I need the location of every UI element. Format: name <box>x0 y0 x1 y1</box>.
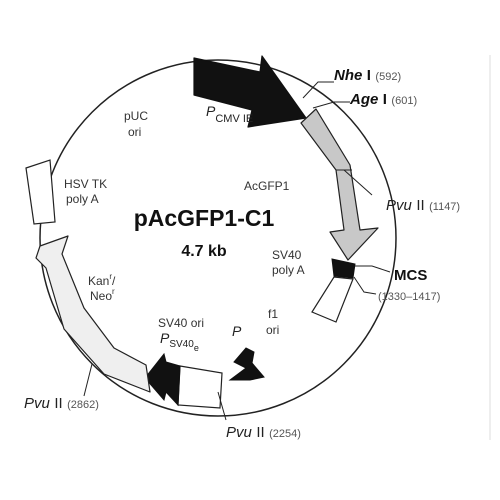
hsvtk-polya-block <box>25 159 56 225</box>
neo-sup: r <box>112 287 115 296</box>
pcmv-promoter-arrow <box>193 55 307 128</box>
kan-sup: r <box>109 272 112 281</box>
kan-neo-gene-arrow <box>35 235 151 393</box>
age-site-label: Age I (601) <box>349 91 417 108</box>
pvu2254-roman: II <box>256 424 264 441</box>
kan-label: Kanr/ <box>88 272 116 288</box>
age-name: Age <box>349 91 378 108</box>
mcs-label: MCS <box>394 267 427 284</box>
sv40-polya-label-2: poly A <box>272 263 305 277</box>
p-promoter-arrow <box>228 347 265 381</box>
pvu1147-roman: II <box>416 197 424 214</box>
pvu2862-pos: (2862) <box>67 399 99 411</box>
hsvtk-label-2: poly A <box>66 192 99 206</box>
pvu2862-leader <box>83 363 93 397</box>
pvu1147-pos: (1147) <box>429 201 460 213</box>
puc-label-2: ori <box>128 125 141 139</box>
psv40-sub: SV40 <box>169 339 194 350</box>
pvu1147-site-label: Pvu II (1147) <box>386 197 460 214</box>
puc-label-1: pUC <box>124 109 148 123</box>
pcmv-label: PCMV IE <box>206 103 253 125</box>
pvu1147-name: Pvu <box>386 197 413 214</box>
acgfp1-label: AcGFP1 <box>244 179 290 193</box>
plasmid-backbone <box>39 59 397 417</box>
pvu2862-name: Pvu <box>24 395 51 412</box>
pcmv-p: P <box>206 103 216 119</box>
nhe-leader <box>302 81 334 99</box>
nhe-site-label: Nhe I (592) <box>334 67 401 84</box>
pvu1147-leader <box>343 169 373 196</box>
pcmv-sub: CMV IE <box>215 113 253 125</box>
age-leader <box>312 101 350 109</box>
pvu2254-site-label: Pvu II (2254) <box>226 424 301 441</box>
sv40-ori-block <box>177 365 223 409</box>
f1-ori-label-1: f1 <box>268 307 278 321</box>
neo-label: Neor <box>90 287 115 303</box>
plasmid-name: pAcGFP1-C1 <box>134 205 275 231</box>
psv40-subsub: e <box>194 343 199 353</box>
age-roman: I <box>383 91 387 108</box>
hsvtk-label-1: HSV TK <box>64 177 107 191</box>
nhe-roman: I <box>367 67 371 84</box>
f1-ori-label-2: ori <box>266 323 279 337</box>
pvu2254-pos: (2254) <box>269 428 301 440</box>
plasmid-size: 4.7 kb <box>181 243 227 260</box>
sv40-ori-label: SV40 ori <box>158 316 204 330</box>
sv40-polya-block <box>331 258 356 279</box>
f1-ori-block <box>311 276 354 323</box>
psv40-p: P <box>160 330 170 346</box>
neo-text: Neo <box>90 289 112 303</box>
pvu2254-name: Pvu <box>226 424 253 441</box>
pvu2862-site-label: Pvu II (2862) <box>24 395 99 412</box>
mcs-pos: (1330–1417) <box>378 291 440 303</box>
sv40-polya-label-1: SV40 <box>272 248 302 262</box>
kan-text: Kan <box>88 274 109 288</box>
mcs-leader-bottom <box>353 276 377 295</box>
pvu2254-leader <box>217 391 227 421</box>
p-promoter-label: P <box>232 323 242 339</box>
mcs-leader-top <box>355 265 391 273</box>
age-pos: (601) <box>391 95 417 107</box>
acgfp1-gene-arrow <box>300 108 379 261</box>
nhe-name: Nhe <box>334 67 362 84</box>
nhe-pos: (592) <box>375 71 401 83</box>
kan-slash: / <box>112 274 116 288</box>
psv40-label: PSV40e <box>160 330 199 353</box>
pvu2862-roman: II <box>54 395 62 412</box>
psv40-promoter-arrow <box>144 352 181 407</box>
